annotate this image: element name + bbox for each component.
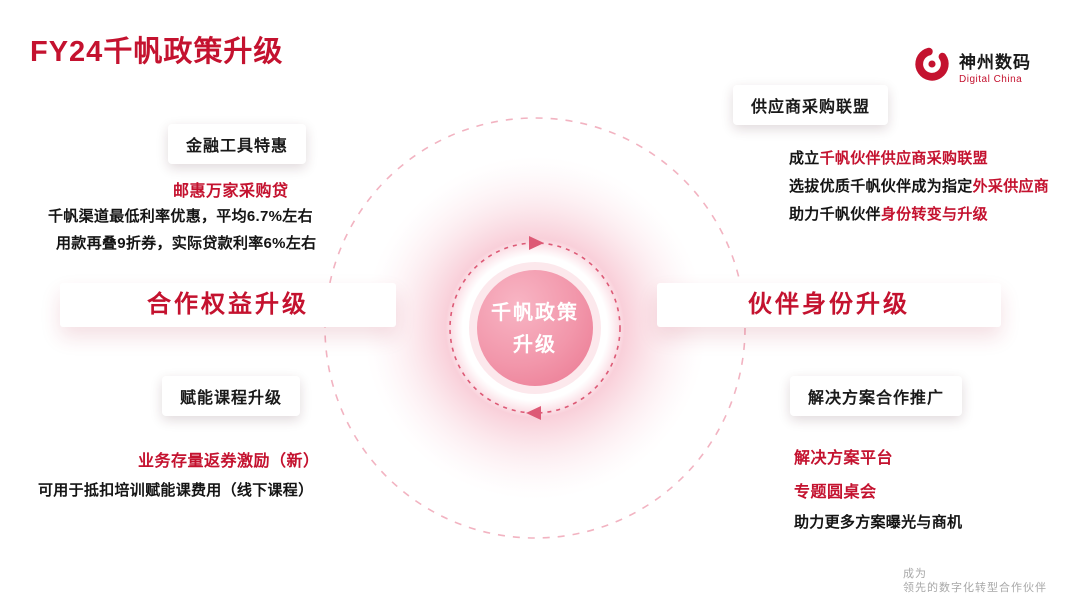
digital-china-swoosh-icon — [912, 44, 952, 89]
finance-highlight: 邮惠万家采购贷 — [173, 183, 289, 200]
course-line1: 可用于抵扣培训赋能课费用（线下课程） — [38, 482, 314, 499]
footer-line1: 成为 — [903, 568, 927, 580]
alliance-line2: 选拔优质千帆伙伴成为指定外采供应商 — [789, 175, 1049, 196]
brand-name-en: Digital China — [959, 74, 1023, 85]
solution-highlight2: 专题圆桌会 — [794, 484, 877, 501]
center-label: 千帆政策 升级 — [471, 297, 599, 361]
finance-line2: 用款再叠9折券，实际贷款利率6%左右 — [56, 235, 317, 252]
course-highlight: 业务存量返券激励（新） — [138, 453, 320, 470]
alliance-line3-red: 身份转变与升级 — [880, 206, 988, 223]
footer-line2: 领先的数字化转型合作伙伴 — [903, 582, 1047, 594]
center-diagram — [315, 103, 755, 558]
finance-tools-box: 金融工具特惠 — [168, 124, 307, 164]
center-label-line2: 升级 — [513, 334, 557, 356]
alliance-line2-red: 外采供应商 — [972, 178, 1050, 195]
supplier-alliance-box: 供应商采购联盟 — [733, 85, 889, 125]
alliance-line3-black: 助力千帆伙伴 — [789, 206, 881, 223]
left-headline-bar: 合作权益升级 — [60, 283, 396, 327]
solution-line1: 助力更多方案曝光与商机 — [794, 514, 963, 531]
brand-name-cn: 神州数码 — [959, 53, 1031, 72]
cycle-arrow-bottom — [526, 406, 541, 420]
page-title: FY24千帆政策升级 — [30, 36, 284, 68]
footer-slogan: 成为 领先的数字化转型合作伙伴 — [903, 567, 1047, 595]
solution-highlight1: 解决方案平台 — [794, 450, 894, 467]
outer-dashed-circle — [324, 117, 746, 539]
alliance-line1-red: 千帆伙伴供应商采购联盟 — [819, 150, 988, 167]
alliance-line1-black: 成立 — [789, 150, 820, 167]
course-upgrade-box: 赋能课程升级 — [162, 376, 301, 416]
right-headline-bar: 伙伴身份升级 — [657, 283, 1001, 327]
cycle-arrow-top — [529, 236, 544, 250]
solution-promo-box: 解决方案合作推广 — [790, 376, 963, 416]
finance-line1: 千帆渠道最低利率优惠，平均6.7%左右 — [48, 208, 313, 225]
alliance-line3: 助力千帆伙伴身份转变与升级 — [789, 203, 988, 224]
alliance-line1: 成立千帆伙伴供应商采购联盟 — [789, 147, 988, 168]
center-label-line1: 千帆政策 — [491, 302, 579, 324]
alliance-line2-black: 选拔优质千帆伙伴成为指定 — [789, 178, 973, 195]
brand-logo: 神州数码 Digital China — [912, 44, 1031, 89]
core-circle — [477, 270, 593, 386]
